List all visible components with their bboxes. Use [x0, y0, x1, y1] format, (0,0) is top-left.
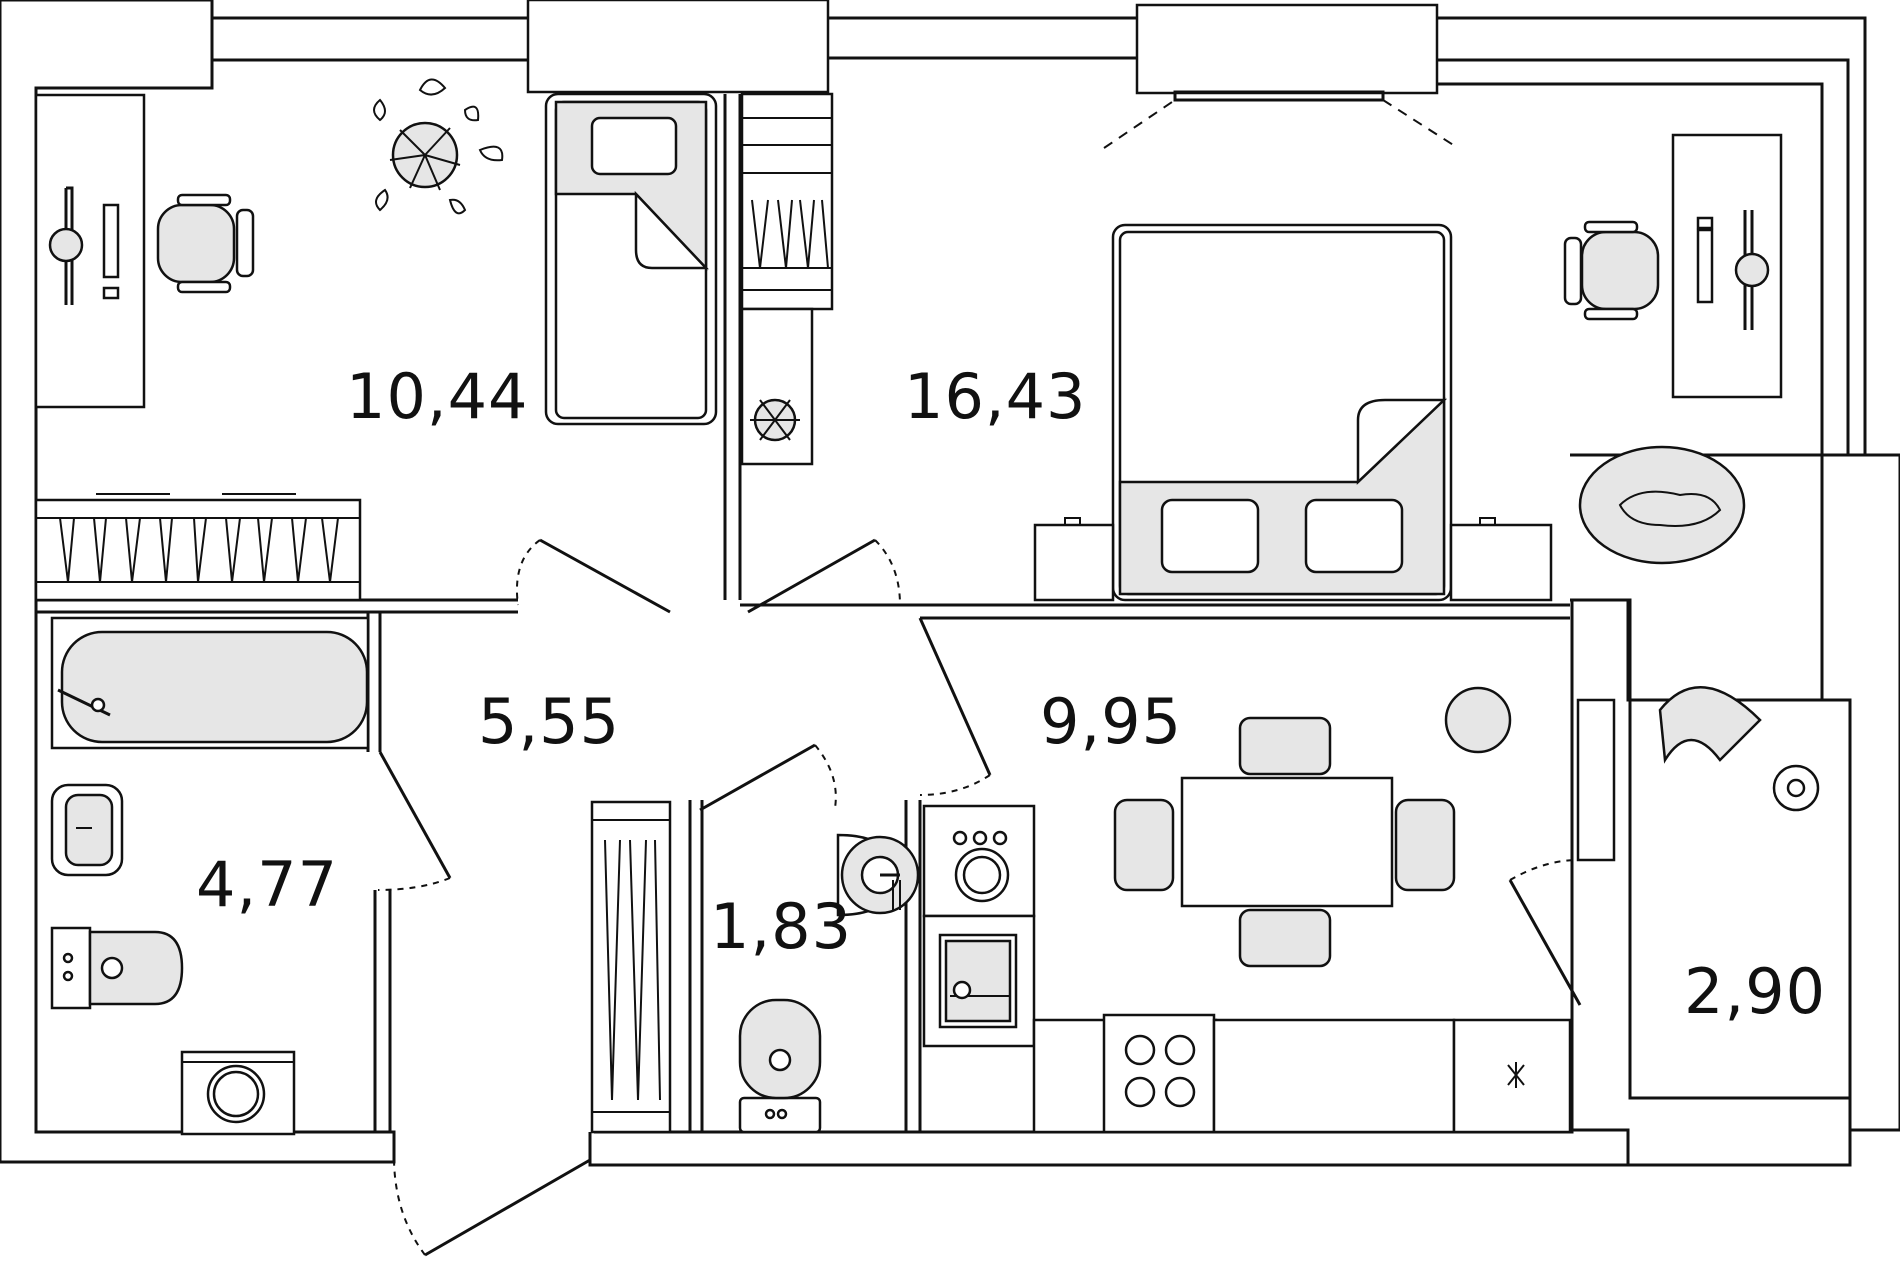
wc-area: 1,83 [710, 890, 853, 963]
bathroom-furniture [50, 616, 370, 1136]
wardrobe-top [740, 92, 834, 466]
large-bedroom-furniture [1033, 90, 1783, 602]
hallway-area: 5,55 [478, 685, 621, 758]
small-bedroom-furniture [34, 78, 718, 602]
balcony-area: 2,90 [1684, 955, 1827, 1028]
kitchen-area: 9,95 [1040, 685, 1183, 758]
kitchen-furniture [922, 686, 1572, 1134]
balcony-furniture [1576, 686, 1852, 1098]
bedroom-large-area: 16,43 [904, 360, 1087, 433]
bedroom-small-area: 10,44 [346, 360, 529, 433]
wc-furniture [590, 800, 920, 1134]
bathroom-area: 4,77 [196, 848, 339, 921]
doors [377, 538, 1582, 1257]
